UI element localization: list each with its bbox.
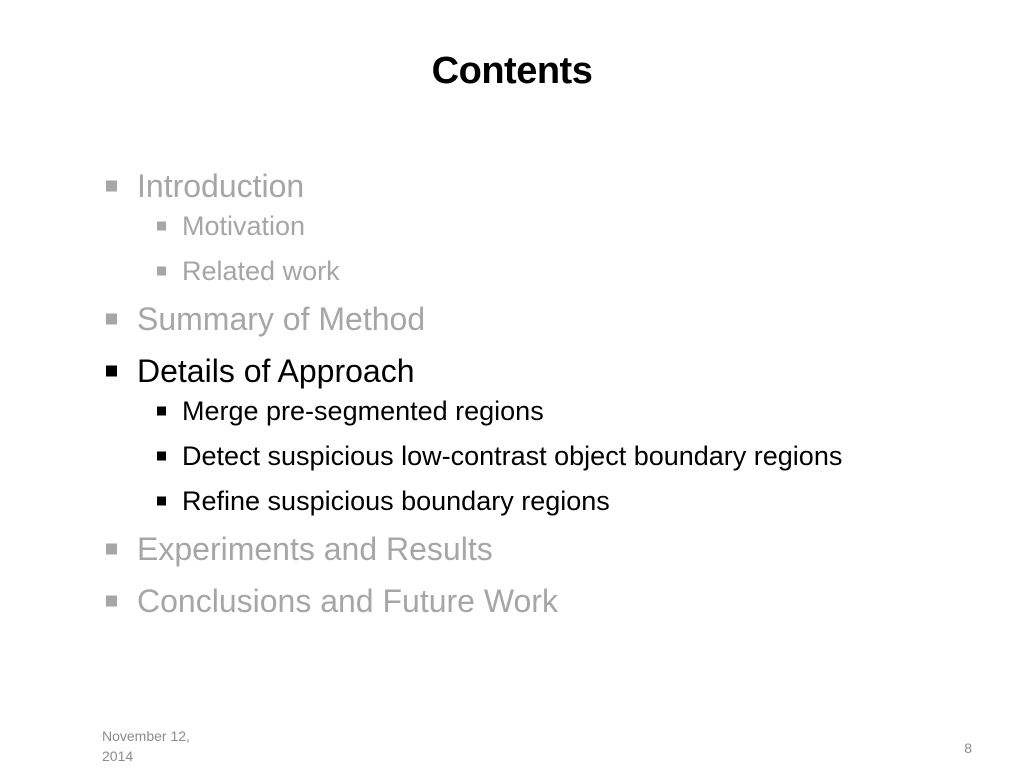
outline-item-label: Motivation [182, 211, 306, 241]
square-bullet-icon [157, 406, 166, 416]
outline-item-details-of-approach: Details of Approach [106, 349, 986, 393]
outline-subitem-related-work: Related work [106, 253, 986, 289]
square-bullet-icon [106, 595, 117, 607]
outline-item-conclusions: Conclusions and Future Work [106, 579, 986, 623]
outline-item-label: Experiments and Results [137, 531, 493, 567]
outline-subitem-refine-boundary-regions: Refine suspicious boundary regions [106, 483, 986, 519]
outline-item-label: Related work [182, 256, 340, 286]
outline-item-label: Merge pre-segmented regions [182, 396, 544, 426]
outline-item-experiments-and-results: Experiments and Results [106, 527, 986, 571]
outline-item-summary-of-method: Summary of Method [106, 297, 986, 341]
square-bullet-icon [106, 365, 117, 377]
outline-item-label: Summary of Method [137, 301, 426, 337]
square-bullet-icon [157, 451, 166, 461]
outline-item-label: Introduction [137, 168, 305, 204]
contents-outline: Introduction Motivation Related work Sum… [106, 164, 986, 631]
outline-item-label: Details of Approach [137, 353, 415, 389]
footer-date: November 12, 2014 [102, 728, 190, 764]
slide-title: Contents [431, 50, 593, 92]
square-bullet-icon [106, 180, 117, 192]
outline-item-label: Refine suspicious boundary regions [182, 486, 610, 516]
square-bullet-icon [157, 266, 166, 276]
square-bullet-icon [106, 543, 117, 555]
outline-item-introduction: Introduction [106, 164, 986, 208]
square-bullet-icon [106, 313, 117, 325]
square-bullet-icon [157, 221, 166, 231]
outline-subitem-motivation: Motivation [106, 208, 986, 244]
outline-item-label: Conclusions and Future Work [137, 583, 558, 619]
outline-item-label: Detect suspicious low-contrast object bo… [182, 441, 843, 471]
outline-subitem-detect-boundary-regions: Detect suspicious low-contrast object bo… [106, 438, 986, 474]
square-bullet-icon [157, 496, 166, 506]
outline-subitem-merge-regions: Merge pre-segmented regions [106, 393, 986, 429]
page-number: 8 [964, 740, 972, 756]
